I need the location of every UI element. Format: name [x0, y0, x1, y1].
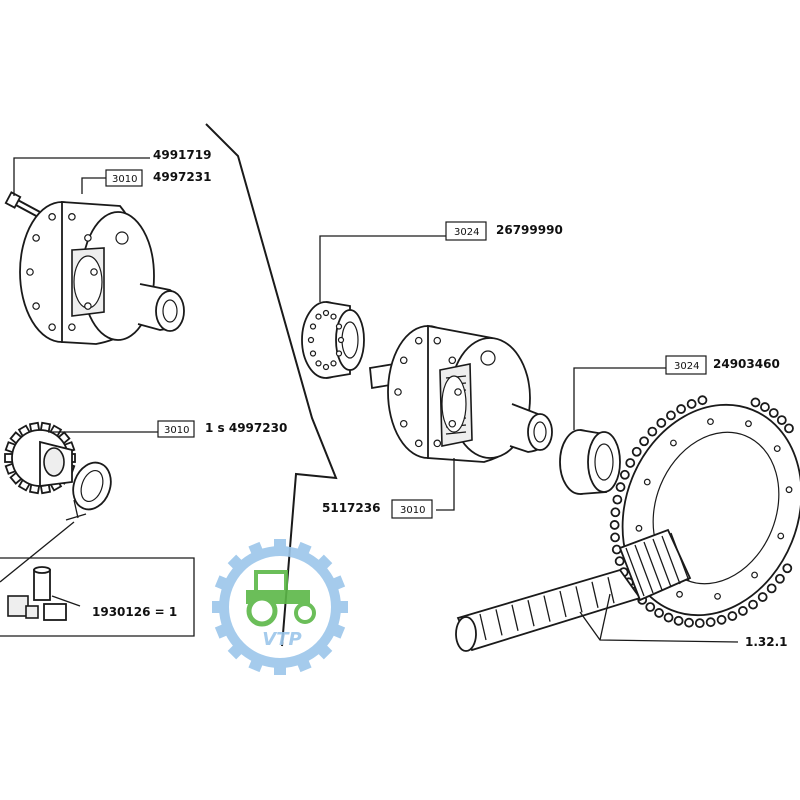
- code-diff-assembly: 3010: [400, 505, 425, 516]
- code-box-housing: [105, 169, 143, 187]
- label-bolt-part: 4991719: [153, 148, 211, 162]
- crown-wheel-part: [609, 395, 800, 629]
- kit-box-frame: [0, 557, 195, 637]
- thrust-washer-part: [72, 461, 112, 511]
- code-gear-set: 3010: [164, 425, 189, 436]
- bolt-part: [4, 191, 41, 219]
- label-bearing-right-part: 24903460: [713, 357, 780, 371]
- vtp-watermark-logo: VTP: [212, 539, 348, 675]
- bearing-right-part: [559, 429, 621, 495]
- leader-bearing-left: [319, 235, 446, 302]
- label-crown-pinion-part: 1.32.1: [745, 635, 788, 649]
- code-bearing-left: 3024: [454, 227, 479, 238]
- differential-assembly-part: [369, 324, 553, 463]
- leader-bolt: [13, 157, 150, 196]
- pinion-shaft-part: [455, 528, 692, 652]
- code-box-gear-set: [157, 420, 195, 438]
- tractor-icon: [246, 570, 316, 627]
- code-box-diff-assembly: [391, 499, 433, 519]
- label-gear-set-part: 1 s 4997230: [205, 421, 287, 435]
- label-housing-part: 4997231: [153, 170, 211, 184]
- side-gear-part: [4, 421, 76, 495]
- code-box-bearing-right: [665, 355, 707, 375]
- leader-diff-assembly: [436, 458, 455, 511]
- differential-housing-part: [19, 201, 185, 345]
- code-bearing-right: 3024: [674, 361, 699, 372]
- leader-bearing-right: [573, 367, 666, 430]
- label-bearing-left-part: 26799990: [496, 223, 563, 237]
- label-diff-assembly-part: 5117236: [322, 501, 380, 515]
- code-housing: 3010: [112, 174, 137, 185]
- gear-ring-icon: [212, 539, 348, 675]
- leader-housing: [81, 177, 106, 194]
- code-box-bearing-left: [445, 221, 487, 241]
- watermark-ring: [219, 546, 341, 668]
- label-kit-part: 1930126 = 1: [92, 605, 177, 619]
- watermark-text: VTP: [262, 629, 301, 650]
- section-divider-line: [205, 123, 338, 647]
- bearing-left-part: [301, 301, 365, 379]
- kit-contents-icon: [7, 566, 81, 621]
